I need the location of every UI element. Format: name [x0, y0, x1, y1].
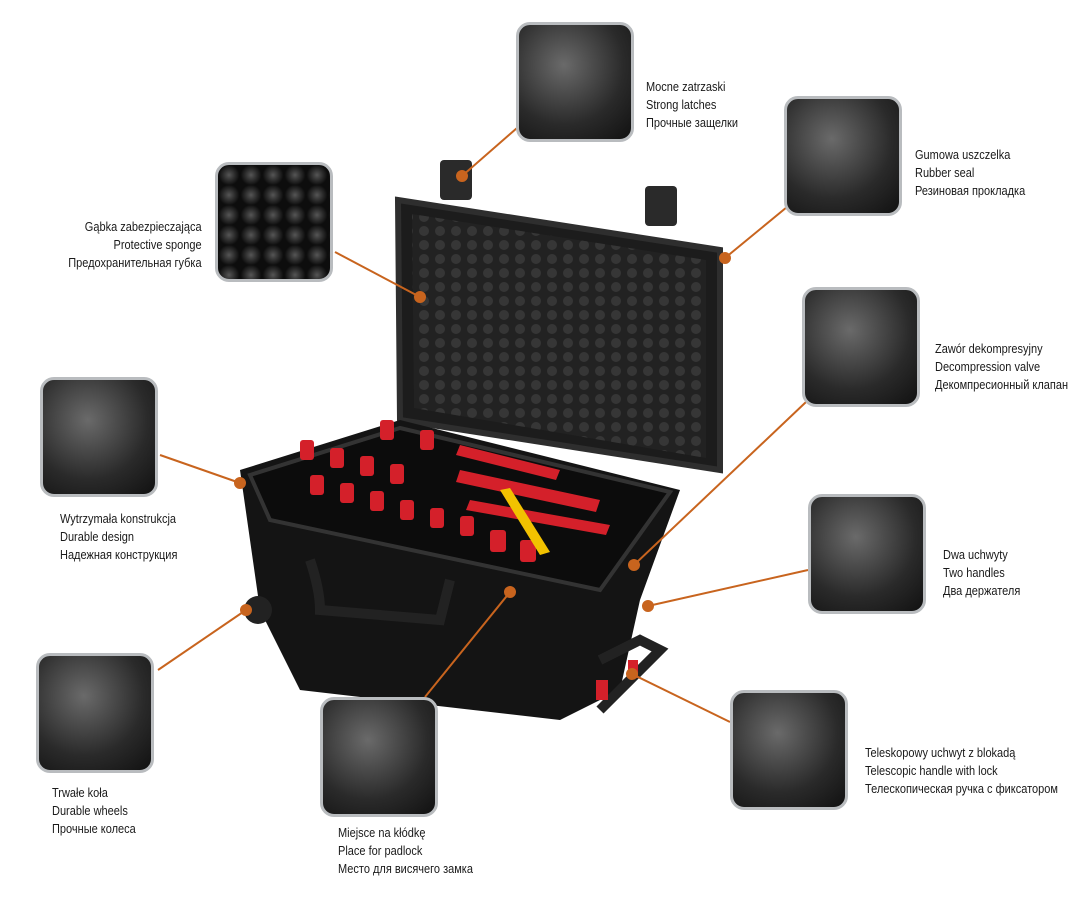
- padlock-label: Miejsce na kłódkę Place for padlock Мест…: [338, 824, 473, 878]
- label-en: Two handles: [943, 566, 1005, 580]
- design-label: Wytrzymała konstrukcja Durable design На…: [60, 510, 177, 564]
- valve-label: Zawór dekompresyjny Decompression valve …: [935, 340, 1068, 394]
- sponge-photo: [215, 162, 333, 282]
- label-pl: Mocne zatrzaski: [646, 80, 726, 94]
- label-en: Place for padlock: [338, 844, 423, 858]
- label-pl: Miejsce na kłódkę: [338, 826, 426, 840]
- label-pl: Teleskopowy uchwyt z blokadą: [865, 746, 1016, 760]
- label-en: Telescopic handle with lock: [865, 764, 998, 778]
- handles-label: Dwa uchwyty Two handles Два держателя: [943, 546, 1020, 600]
- label-pl: Dwa uchwyty: [943, 548, 1008, 562]
- latches-label: Mocne zatrzaski Strong latches Прочные з…: [646, 78, 738, 132]
- label-en: Durable wheels: [52, 804, 128, 818]
- label-en: Durable design: [60, 530, 135, 544]
- label-en: Rubber seal: [915, 166, 975, 180]
- sponge-label: Gąbka zabezpieczająca Protective sponge …: [69, 218, 202, 272]
- telescopic-handle-photo: [730, 690, 848, 810]
- label-pl: Gąbka zabezpieczająca: [85, 220, 202, 234]
- wheels-photo: [36, 653, 154, 773]
- wheels-label: Trwałe koła Durable wheels Прочные колес…: [52, 784, 136, 838]
- seal-label: Gumowa uszczelka Rubber seal Резиновая п…: [915, 146, 1025, 200]
- valve-photo: [802, 287, 920, 407]
- label-en: Decompression valve: [935, 360, 1041, 374]
- durable-design-photo: [40, 377, 158, 497]
- label-en: Strong latches: [646, 98, 717, 112]
- label-pl: Trwałe koła: [52, 786, 108, 800]
- label-ru: Резиновая прокладка: [915, 184, 1026, 198]
- telescopic-label: Teleskopowy uchwyt z blokadą Telescopic …: [865, 744, 1058, 798]
- label-pl: Zawór dekompresyjny: [935, 342, 1043, 356]
- label-ru: Надежная конструкция: [60, 548, 178, 562]
- label-ru: Место для висячего замка: [338, 862, 473, 876]
- label-en: Protective sponge: [113, 238, 202, 252]
- handles-photo: [808, 494, 926, 614]
- latches-photo: [516, 22, 634, 142]
- label-ru: Прочные защелки: [646, 116, 739, 130]
- label-ru: Предохранительная губка: [68, 256, 202, 270]
- label-pl: Wytrzymała konstrukcja: [60, 512, 177, 526]
- label-ru: Декомпресионный клапан: [935, 378, 1069, 392]
- label-ru: Прочные колеса: [52, 822, 136, 836]
- label-ru: Два держателя: [943, 584, 1021, 598]
- rubber-seal-photo: [784, 96, 902, 216]
- label-ru: Телескопическая ручка с фиксатором: [865, 782, 1058, 796]
- label-pl: Gumowa uszczelka: [915, 148, 1011, 162]
- padlock-photo: [320, 697, 438, 817]
